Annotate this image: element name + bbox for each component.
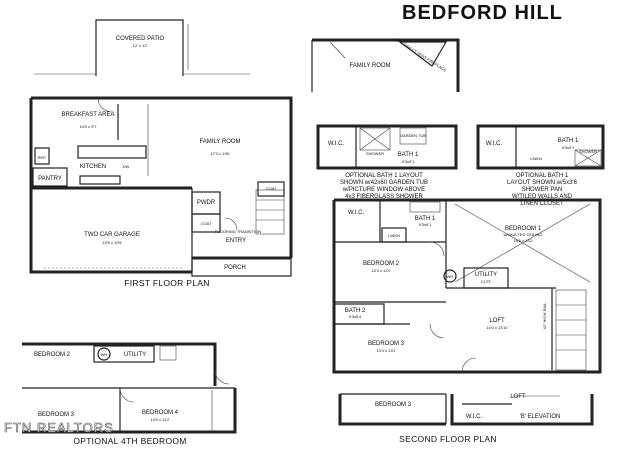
bath-opt1-caption-1: OPTIONAL BATH 1 LAYOUT bbox=[345, 173, 423, 179]
bath1-size: 9'3x9'1 bbox=[419, 222, 432, 227]
bedroom3-size: 13'4 x 13'1 bbox=[376, 348, 396, 353]
first-floor-plan: BREAKFAST AREA 14'0 x 9'7 FAMILY ROOM 17… bbox=[29, 96, 293, 277]
plan-title: BEDFORD HILL bbox=[402, 2, 563, 24]
kitchen-label: KITCHEN bbox=[80, 164, 106, 170]
bath-opt2-caption-1: OPTIONAL BATH 1 bbox=[516, 173, 569, 179]
family-room-alt-section: FAMILY ROOM OPT. DIRECT VENT FIREPLACE bbox=[311, 37, 460, 92]
garage-label: TWO CAR GARAGE bbox=[84, 232, 140, 238]
bedroom1-note: w/VAULTED CEILING bbox=[504, 232, 543, 237]
entry-label: ENTRY bbox=[226, 238, 246, 244]
bath-option-1-section: W.I.C. SHOWER GARDEN TUB BATH 1 9'3x9'1 … bbox=[316, 124, 458, 200]
bath-opt2-shower: SHOWER bbox=[579, 149, 597, 154]
bath-opt2-caption-4: W/TILED WALLS AND bbox=[512, 194, 573, 200]
opt4-bedroom3: BEDROOM 3 bbox=[38, 412, 75, 418]
watermark: FTN REALTORS bbox=[4, 420, 114, 435]
opt4-bedroom4: BEDROOM 4 bbox=[142, 410, 179, 416]
b-elevation-section: BEDROOM 3 LOFT W.I.C. 'B' ELEVATION bbox=[338, 393, 594, 426]
utility-label: UTILITY bbox=[475, 272, 497, 278]
bath-opt2-linen: LINEN bbox=[530, 156, 542, 161]
opt4-utility: UTILITY bbox=[124, 352, 146, 358]
bath-opt1-caption-2: SHOWN w/42x60 GARDEN TUB bbox=[340, 180, 428, 186]
bedroom1-label: BEDROOM 1 bbox=[505, 226, 542, 232]
breakfast-area-size: 14'0 x 9'7 bbox=[80, 124, 98, 129]
ref-label: REF. bbox=[38, 155, 47, 160]
bath-opt1-shower: SHOWER bbox=[366, 151, 384, 156]
covered-patio-label: COVERED PATIO bbox=[116, 36, 165, 42]
optional-4th-bedroom-section: BEDROOM 2 WH UTILITY BEDROOM 3 BEDROOM 4… bbox=[22, 342, 237, 434]
bath-option-2-section: W.I.C. BATH 1 9'3x9'1 LINEN SHOWER OPTIO… bbox=[476, 124, 605, 207]
bath-opt1-name: BATH 1 bbox=[398, 152, 419, 158]
flooring-transition-label: FLOORING TRANSITION bbox=[215, 229, 261, 234]
pantry-label: PANTRY bbox=[38, 176, 62, 182]
porch-label: PORCH bbox=[224, 265, 246, 271]
b-elev-loft: LOFT bbox=[510, 394, 526, 400]
bath-opt2-caption-5: LINEN CLOSET bbox=[520, 201, 564, 207]
bath-opt2-caption-2: LAYOUT SHOWN w/5x3'6 bbox=[507, 180, 578, 186]
bedroom2-size: 13'4 x 12'0 bbox=[371, 268, 391, 273]
loft-size: 14'0 x 13'10 bbox=[486, 325, 508, 330]
opt4-water-heater: WH bbox=[101, 352, 108, 357]
water-heater-label: WH bbox=[447, 274, 454, 279]
bath-opt2-wic: W.I.C. bbox=[486, 141, 503, 147]
second-floor-caption: SECOND FLOOR PLAN bbox=[399, 434, 497, 444]
bath-opt1-tub: GARDEN TUB bbox=[400, 133, 426, 138]
coat-closet-top-label: COAT bbox=[266, 186, 277, 191]
bath1-label: BATH 1 bbox=[415, 216, 436, 222]
opt4-bedroom2: BEDROOM 2 bbox=[34, 352, 71, 358]
family-room-size: 17'3 x 19'6 bbox=[210, 151, 230, 156]
bath-opt1-size: 9'3x9'1 bbox=[402, 159, 415, 164]
covered-patio-size: 12' x 12' bbox=[133, 43, 148, 48]
rail-label: 42" HIGH RAIL bbox=[542, 302, 547, 330]
bedroom3-label: BEDROOM 3 bbox=[368, 341, 405, 347]
optional-4th-caption: OPTIONAL 4TH BEDROOM bbox=[73, 436, 186, 446]
coat-closet-label: COAT bbox=[201, 221, 212, 226]
bath-opt2-caption-3: SHOWER PAN bbox=[522, 187, 563, 193]
powder-room-label: PWDR bbox=[197, 200, 216, 206]
first-floor-caption: FIRST FLOOR PLAN bbox=[124, 278, 209, 288]
bedroom2-label: BEDROOM 2 bbox=[363, 261, 400, 267]
opt4-bedroom4-size: 14'0 x 11'2 bbox=[151, 417, 171, 422]
garage-size: 19'5 x 19'5 bbox=[102, 240, 122, 245]
b-elev-bedroom3: BEDROOM 3 bbox=[375, 402, 412, 408]
bath2-size: 9'3x5'4 bbox=[349, 314, 362, 319]
wic-label: W.I.C. bbox=[348, 210, 365, 216]
family-room-label: FAMILY ROOM bbox=[199, 139, 240, 145]
utility-sub: CLST bbox=[481, 279, 492, 284]
bath-opt1-wic: W.I.C. bbox=[328, 141, 345, 147]
bath2-label: BATH 2 bbox=[345, 308, 366, 314]
linen-label: LINEN bbox=[388, 233, 400, 238]
bath-opt1-caption-3: w/PICTURE WINDOW ABOVE bbox=[342, 187, 425, 193]
bedroom1-size: 16'6 x 13'2 bbox=[513, 238, 533, 243]
bath-opt2-name: BATH 1 bbox=[558, 138, 579, 144]
b-elev-wic: W.I.C. bbox=[466, 414, 483, 420]
breakfast-area-label: BREAKFAST AREA bbox=[62, 112, 115, 118]
dw-label: DW bbox=[123, 164, 130, 169]
second-floor-plan: W.I.C. BATH 1 9'3x9'1 LINEN BEDROOM 1 w/… bbox=[332, 198, 602, 374]
loft-label: LOFT bbox=[489, 318, 505, 324]
b-elev-caption: 'B' ELEVATION bbox=[520, 414, 561, 420]
bath-opt1-caption-4: 4x3 FIBERGLASS SHOWER bbox=[345, 194, 423, 200]
bath-opt2-size: 9'3x9'1 bbox=[562, 145, 575, 150]
covered-patio-section: COVERED PATIO 12' x 12' bbox=[34, 19, 250, 76]
family-room-alt-label: FAMILY ROOM bbox=[349, 63, 390, 69]
